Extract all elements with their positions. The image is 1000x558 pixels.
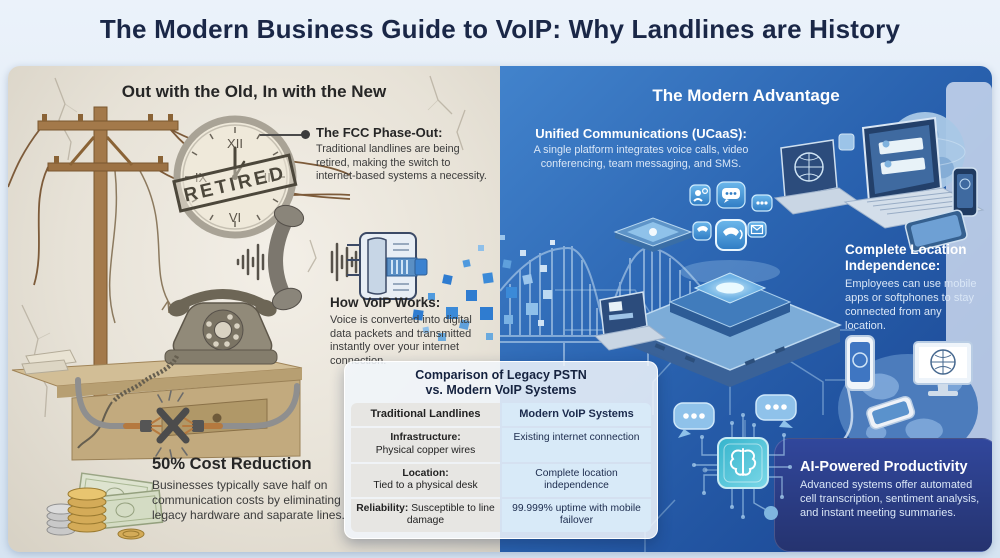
ucaas-hub-illustration [565,181,855,415]
svg-text:III: III [264,170,275,185]
how-voip-heading: How VoIP Works: [330,295,441,310]
handset-waveform-adapter-illustration [236,204,428,311]
retired-clock-illustration: XII III VI IX RETIRED [172,115,298,239]
ai-productivity-note: AI-Powered Productivity Advanced systems… [800,458,988,520]
column-header-traditional: Traditional Landlines [351,403,500,427]
ucaas-note: Unified Communications (UCaaS): A single… [510,126,772,171]
rotary-phone-desk-illustration [11,289,303,461]
fcc-phaseout-note: The FCC Phase-Out: Traditional landlines… [316,125,492,184]
fcc-bullet-icon [301,130,310,139]
tablet-icon [904,209,968,252]
table-cell-infrastructure-new: Existing internet connection [502,428,651,462]
table-cell-location-old: Location: Tied to a physical desk [351,463,500,497]
devices-globe-illustration [773,112,985,252]
cost-body: Businesses typically save half on commun… [152,477,345,522]
comparison-table-grid: Traditional Landlines Modern VoIP System… [351,403,651,532]
message-dots-icon [751,194,773,212]
ai-body: Advanced systems offer automated cell tr… [800,479,980,519]
ai-chip-illustration [673,394,797,520]
monitor-icon [913,341,973,396]
mail-icon [747,221,767,238]
how-voip-body: Voice is converted into digital data pac… [330,313,472,367]
phone-small-icon [692,221,712,241]
mobile-phone-icon [845,335,875,391]
table-cell-infrastructure-old: Infrastructure: Physical copper wires [351,428,500,462]
column-header-voip: Modern VoIP Systems [502,403,651,427]
disconnect-x-icon [156,407,190,444]
ai-heading: AI-Powered Productivity [800,459,968,475]
fcc-connector-line [260,134,302,136]
table-cell-reliability-new: 99.999% uptime with mobile failover [502,498,651,532]
svg-text:XII: XII [227,136,243,151]
table-cell-location-new: Complete location independence [502,463,651,497]
audio-waveform-icon [236,242,358,282]
laptop-large-icon [843,116,985,229]
location-independence-note: Complete Location Independence: Employee… [845,242,977,333]
cost-heading: 50% Cost Reduction [152,455,312,473]
speech-bubble-left-icon [673,402,715,438]
modern-section-header: The Modern Advantage [652,86,840,105]
softphone-icon [866,395,916,430]
how-voip-works-note: How VoIP Works: Voice is converted into … [330,295,490,369]
rotary-phone-icon [77,289,278,449]
ai-brain-chip-icon [717,437,769,489]
location-independence-illustration [829,335,978,462]
main-panel: XII III VI IX RETIRED [8,66,992,552]
app-cube-icon [838,133,855,151]
ucaas-heading: Unified Communications (UCaaS): [535,126,747,141]
phone-main-icon [715,219,747,251]
svg-text:VI: VI [229,210,241,225]
cut-cable-illustration [75,377,300,460]
table-cell-reliability-old: Reliability: Susceptible to line damage [351,498,500,532]
page-title: The Modern Business Guide to VoIP: Why L… [99,14,901,44]
location-heading: Complete Location Independence: [845,242,967,274]
laptop-small-icon [773,139,861,215]
legacy-section-header: Out with the Old, In with the New [121,82,387,101]
smartphone-icon [952,167,978,217]
data-packets-icon [412,235,555,341]
comparison-table: Comparison of Legacy PSTN vs. Modern VoI… [344,361,658,539]
money-savings-illustration [46,472,164,540]
speech-bubble-right-icon [755,394,797,428]
coin-stack-icon [46,487,145,540]
hub-laptop-icon [593,291,667,351]
chat-bubble-icon [716,181,746,209]
ata-adapter-icon [347,232,428,300]
handset-icon [268,204,305,311]
fcc-body: Traditional landlines are being retired,… [316,143,487,183]
location-body: Employees can use mobile apps or softpho… [845,278,977,332]
cost-reduction-note: 50% Cost Reduction Businesses typically … [152,454,352,523]
ai-productivity-panel [774,438,992,552]
fcc-heading: The FCC Phase-Out: [316,125,443,140]
comparison-table-title: Comparison of Legacy PSTN vs. Modern VoI… [415,368,587,397]
hub-tablet-icon [613,217,693,252]
user-settings-icon [689,184,711,206]
ucaas-body: A single platform integrates voice calls… [533,144,749,170]
